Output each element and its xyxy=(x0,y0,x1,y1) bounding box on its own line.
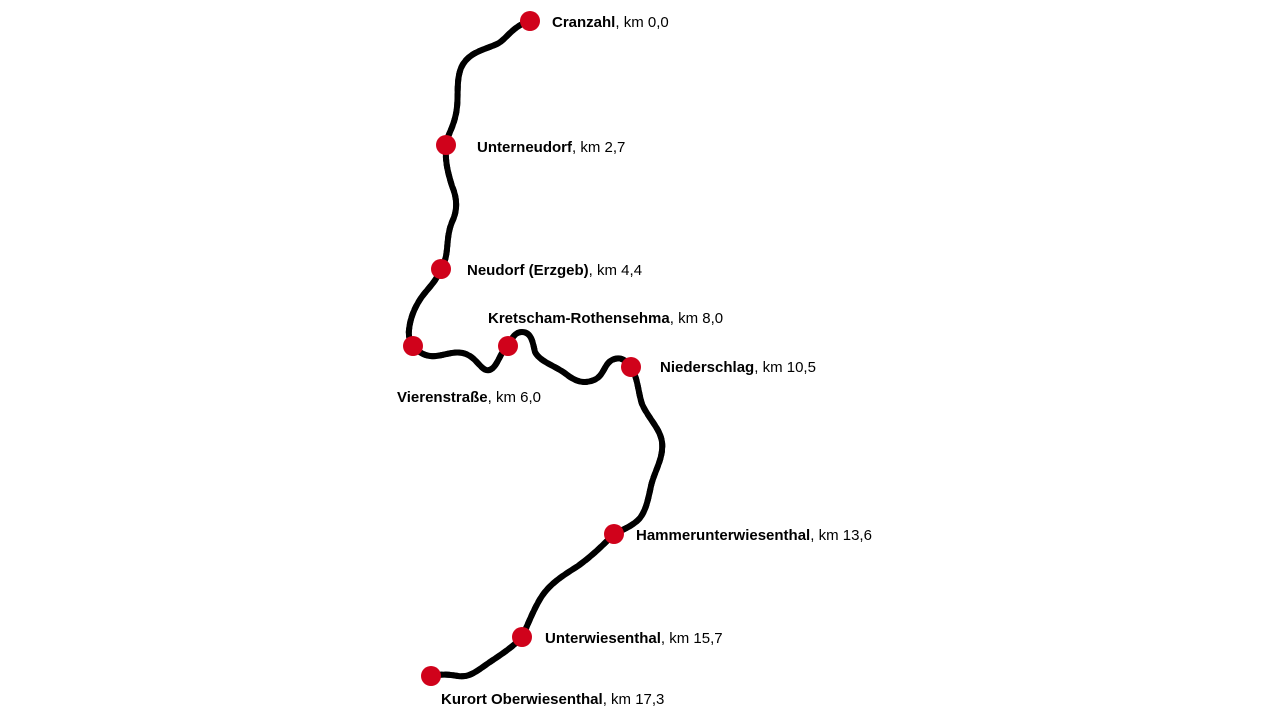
station-marker-oberwiesenthal[interactable] xyxy=(421,666,441,686)
station-marker-cranzahl[interactable] xyxy=(520,11,540,31)
station-label-unterwiesenthal: Unterwiesenthal, km 15,7 xyxy=(545,630,723,647)
separator: , xyxy=(572,139,580,156)
station-km: km 15,7 xyxy=(669,630,722,647)
station-label-kretscham: Kretscham-Rothensehma, km 8,0 xyxy=(488,310,723,327)
station-km: km 6,0 xyxy=(496,389,541,406)
station-marker-vierenstrasse[interactable] xyxy=(403,336,423,356)
station-km: km 8,0 xyxy=(678,310,723,327)
station-name: Unterwiesenthal xyxy=(545,630,661,647)
railway-track xyxy=(409,18,662,676)
station-name: Kurort Oberwiesenthal xyxy=(441,691,603,708)
station-name: Vierenstraße xyxy=(397,389,488,406)
station-km: km 4,4 xyxy=(597,262,642,279)
station-name: Neudorf (Erzgeb) xyxy=(467,262,589,279)
station-km: km 0,0 xyxy=(624,14,669,31)
separator: , xyxy=(615,14,623,31)
separator: , xyxy=(603,691,611,708)
station-marker-neudorf[interactable] xyxy=(431,259,451,279)
station-label-hammerunterwiesenthal: Hammerunterwiesenthal, km 13,6 xyxy=(636,527,872,544)
separator: , xyxy=(661,630,669,647)
station-label-cranzahl: Cranzahl, km 0,0 xyxy=(552,14,669,31)
track-ties xyxy=(409,21,662,676)
station-name: Niederschlag xyxy=(660,359,754,376)
station-markers xyxy=(403,11,641,686)
station-marker-hammerunterwiesenthal[interactable] xyxy=(604,524,624,544)
station-marker-niederschlag[interactable] xyxy=(621,357,641,377)
station-label-niederschlag: Niederschlag, km 10,5 xyxy=(660,359,816,376)
station-name: Cranzahl xyxy=(552,14,615,31)
station-name: Kretscham-Rothensehma xyxy=(488,310,670,327)
station-labels: Cranzahl, km 0,0 Unterneudorf, km 2,7 Ne… xyxy=(397,14,872,708)
station-label-unterneudorf: Unterneudorf, km 2,7 xyxy=(477,139,625,156)
separator: , xyxy=(754,359,762,376)
separator: , xyxy=(488,389,496,406)
station-label-neudorf: Neudorf (Erzgeb), km 4,4 xyxy=(467,262,642,279)
separator: , xyxy=(810,527,818,544)
station-marker-unterwiesenthal[interactable] xyxy=(512,627,532,647)
station-km: km 2,7 xyxy=(580,139,625,156)
station-name: Hammerunterwiesenthal xyxy=(636,527,810,544)
station-km: km 10,5 xyxy=(763,359,816,376)
station-label-oberwiesenthal: Kurort Oberwiesenthal, km 17,3 xyxy=(441,691,664,708)
station-marker-unterneudorf[interactable] xyxy=(436,135,456,155)
station-marker-kretscham[interactable] xyxy=(498,336,518,356)
station-km: km 13,6 xyxy=(819,527,872,544)
separator: , xyxy=(589,262,597,279)
station-km: km 17,3 xyxy=(611,691,664,708)
station-name: Unterneudorf xyxy=(477,139,573,156)
separator: , xyxy=(670,310,678,327)
station-label-vierenstrasse: Vierenstraße, km 6,0 xyxy=(397,389,541,406)
